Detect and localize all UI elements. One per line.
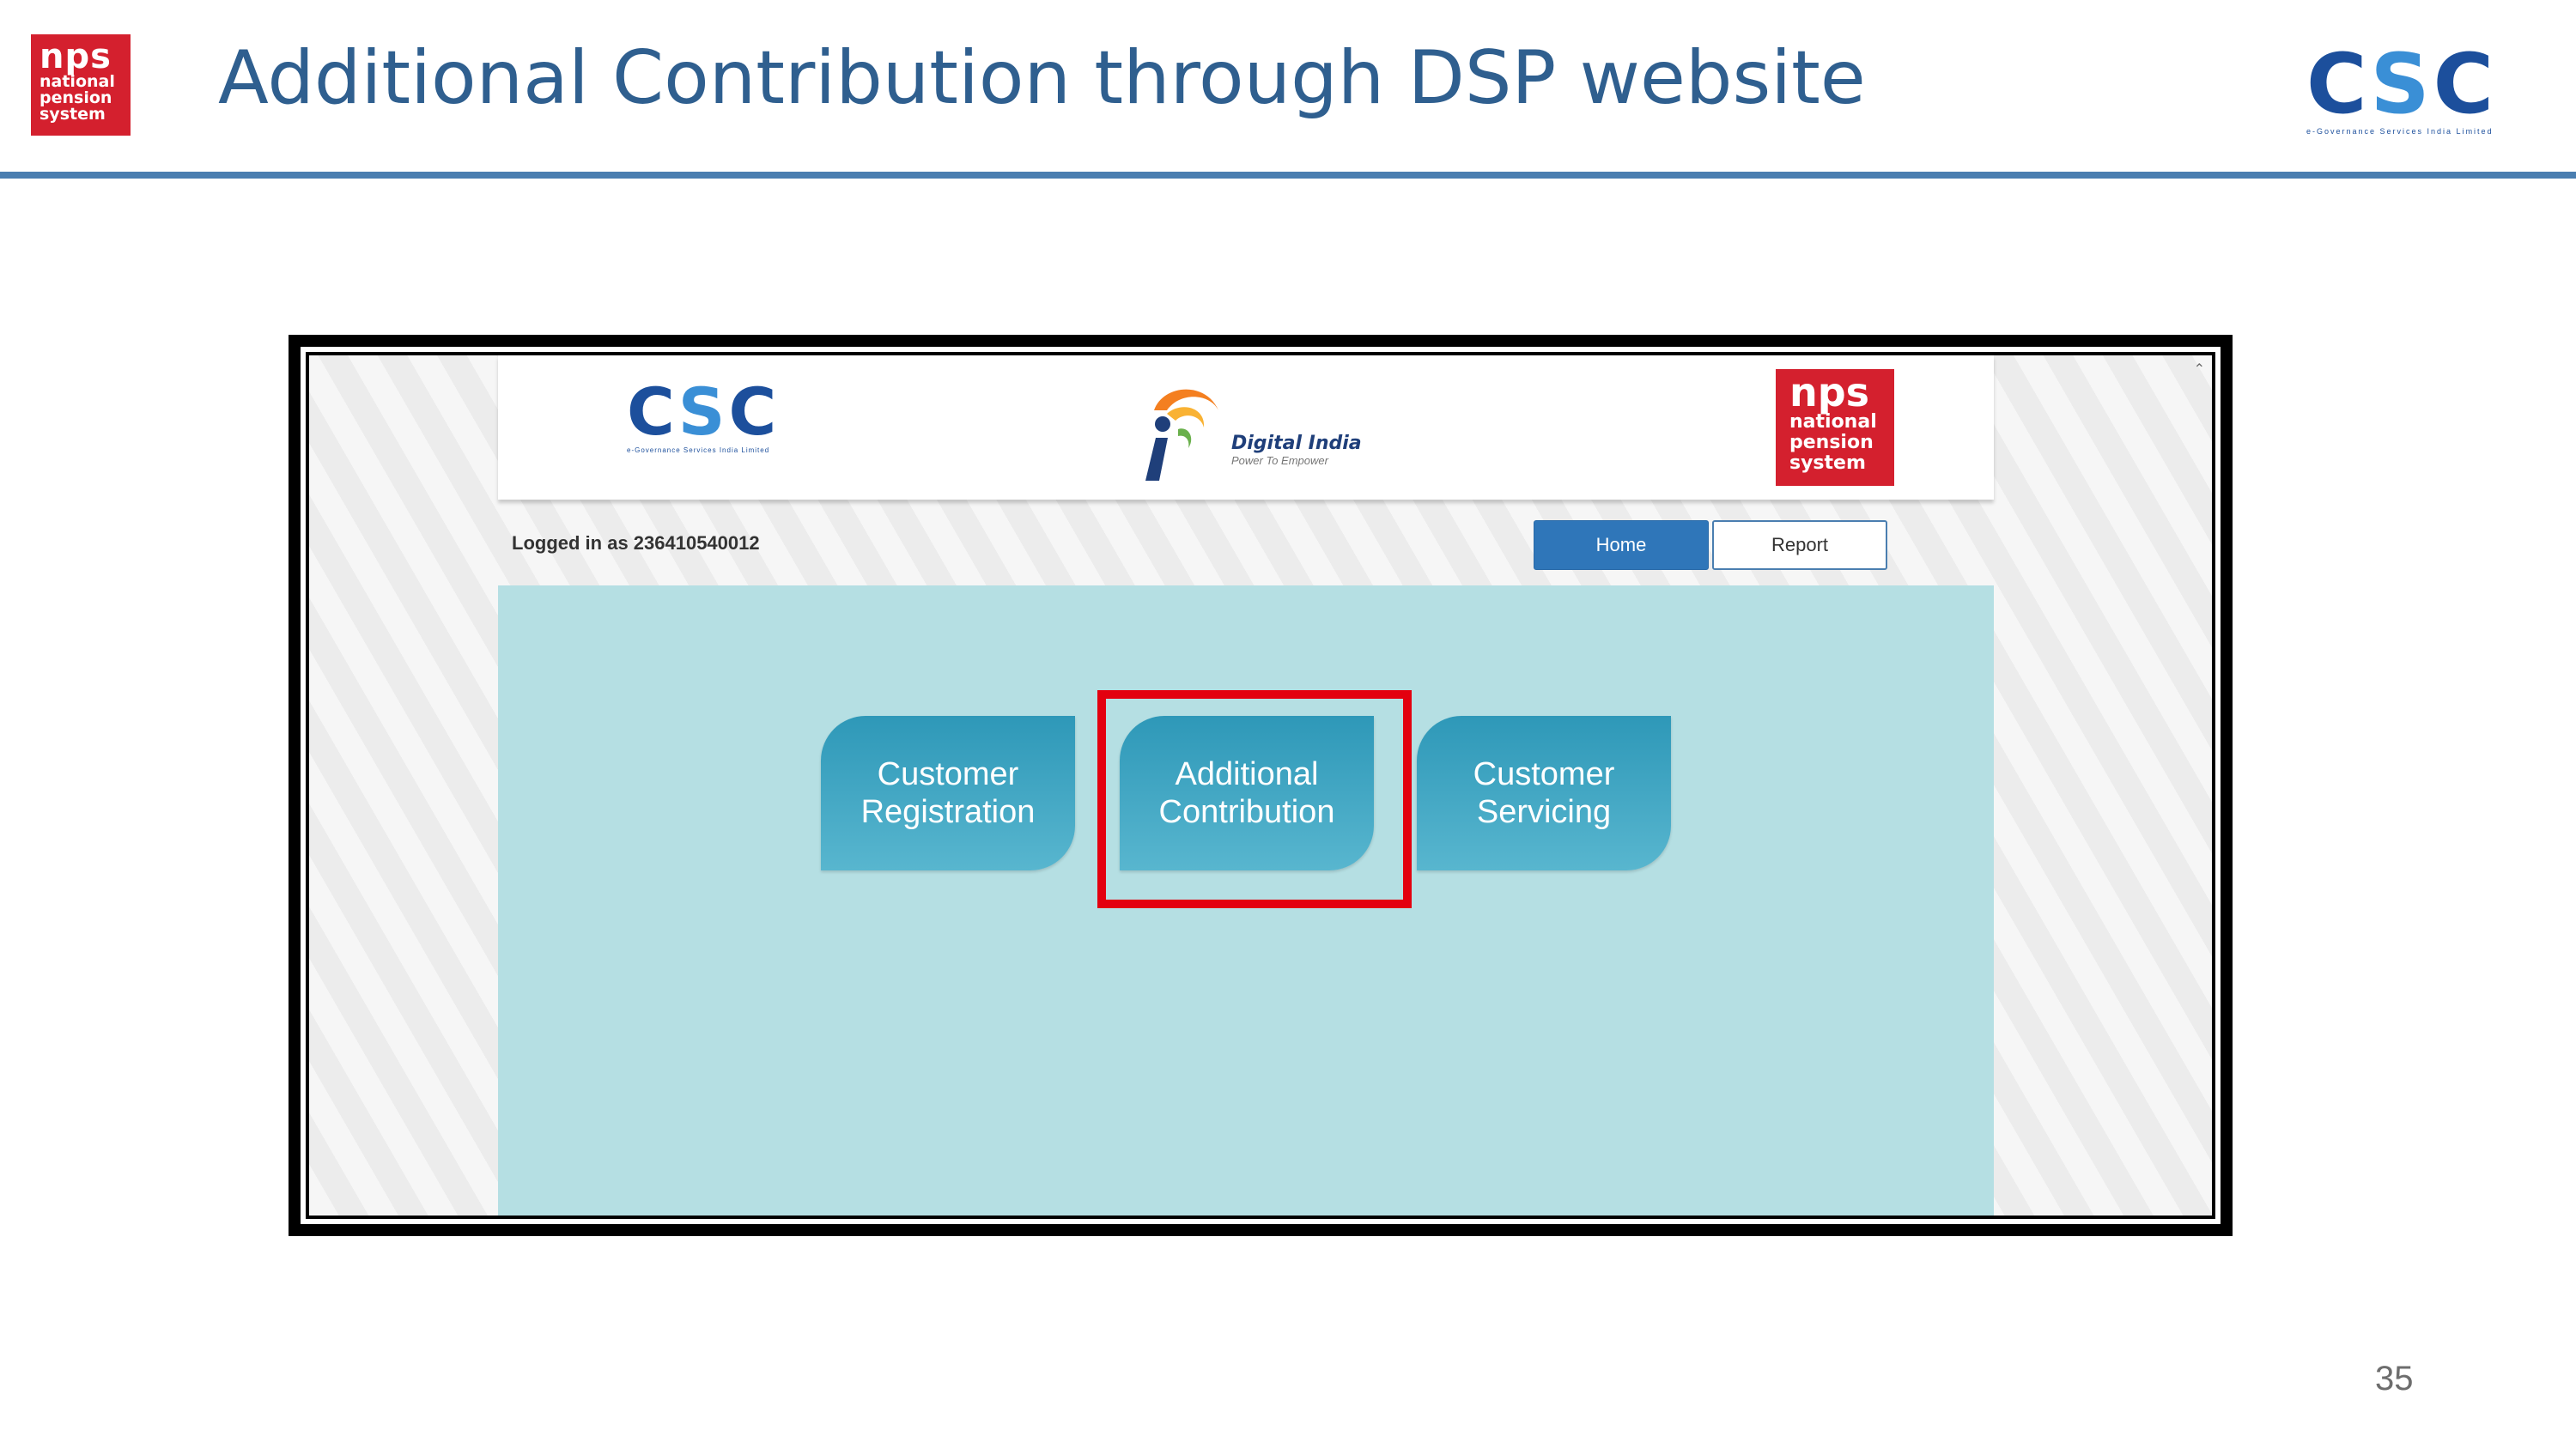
csc-logo: C S C e-Governance Services India Limite…	[2306, 36, 2547, 136]
customer-registration-tile[interactable]: Customer Registration	[821, 716, 1075, 870]
page-number: 35	[2375, 1360, 2414, 1397]
site-header: C S C e-Governance Services India Limite…	[498, 355, 1994, 500]
site-nps-logo-text: nps	[1789, 369, 1870, 415]
digital-india-subtitle: Power To Empower	[1231, 454, 1328, 467]
csc-letter-c1: C	[2306, 36, 2367, 132]
csc-tagline: e-Governance Services India Limited	[2306, 127, 2494, 136]
site-csc-letter-c1: C	[627, 373, 675, 450]
header-divider	[0, 172, 2576, 179]
scroll-up-icon[interactable]: ⌃	[2193, 362, 2205, 377]
nps-logo-line3: pension	[39, 88, 112, 107]
site-csc-letter-c2: C	[728, 373, 777, 450]
site-nps-logo-line3: pension	[1789, 432, 1874, 453]
site-nps-logo-line4: system	[1789, 452, 1866, 474]
csc-letter-s: S	[2370, 36, 2430, 132]
customer-servicing-tile[interactable]: Customer Servicing	[1417, 716, 1671, 870]
digital-india-swirl-icon	[1145, 389, 1218, 481]
tile-label-line2: Registration	[860, 794, 1036, 830]
nps-logo-text: nps	[39, 37, 112, 76]
slide-title: Additional Contribution through DSP webs…	[218, 35, 1866, 121]
logged-in-label: Logged in as 236410540012	[512, 532, 760, 554]
tile-label-line1: Customer	[1473, 756, 1615, 792]
site-nps-logo-line2: national	[1789, 411, 1877, 433]
tile-label-line1: Additional	[1175, 756, 1319, 792]
csc-letter-c2: C	[2433, 36, 2494, 132]
site-csc-letter-s: S	[677, 373, 726, 450]
dsp-website-screenshot: C S C e-Governance Services India Limite…	[309, 355, 2212, 1216]
content-panel: Customer Registration Additional Contrib…	[498, 585, 1994, 1216]
nps-logo-line2: national	[39, 72, 115, 91]
site-csc-logo: C S C e-Governance Services India Limite…	[627, 373, 859, 455]
site-nps-logo: nps national pension system	[1776, 369, 1894, 486]
report-button[interactable]: Report	[1712, 520, 1887, 570]
nps-logo: nps national pension system	[31, 34, 131, 136]
highlight-box	[1097, 690, 1412, 908]
tile-label-line2: Servicing	[1476, 794, 1612, 830]
screenshot-frame: C S C e-Governance Services India Limite…	[289, 335, 2233, 1236]
tile-label-line2: Contribution	[1158, 794, 1335, 830]
digital-india-logo: Digital India Power To Empower	[1137, 373, 1369, 484]
home-button[interactable]: Home	[1534, 520, 1709, 570]
nps-logo-line4: system	[39, 105, 106, 124]
additional-contribution-tile[interactable]: Additional Contribution	[1120, 716, 1374, 870]
site-csc-tagline: e-Governance Services India Limited	[627, 446, 770, 454]
digital-india-title: Digital India	[1231, 433, 1362, 454]
tile-label-line1: Customer	[877, 756, 1019, 792]
